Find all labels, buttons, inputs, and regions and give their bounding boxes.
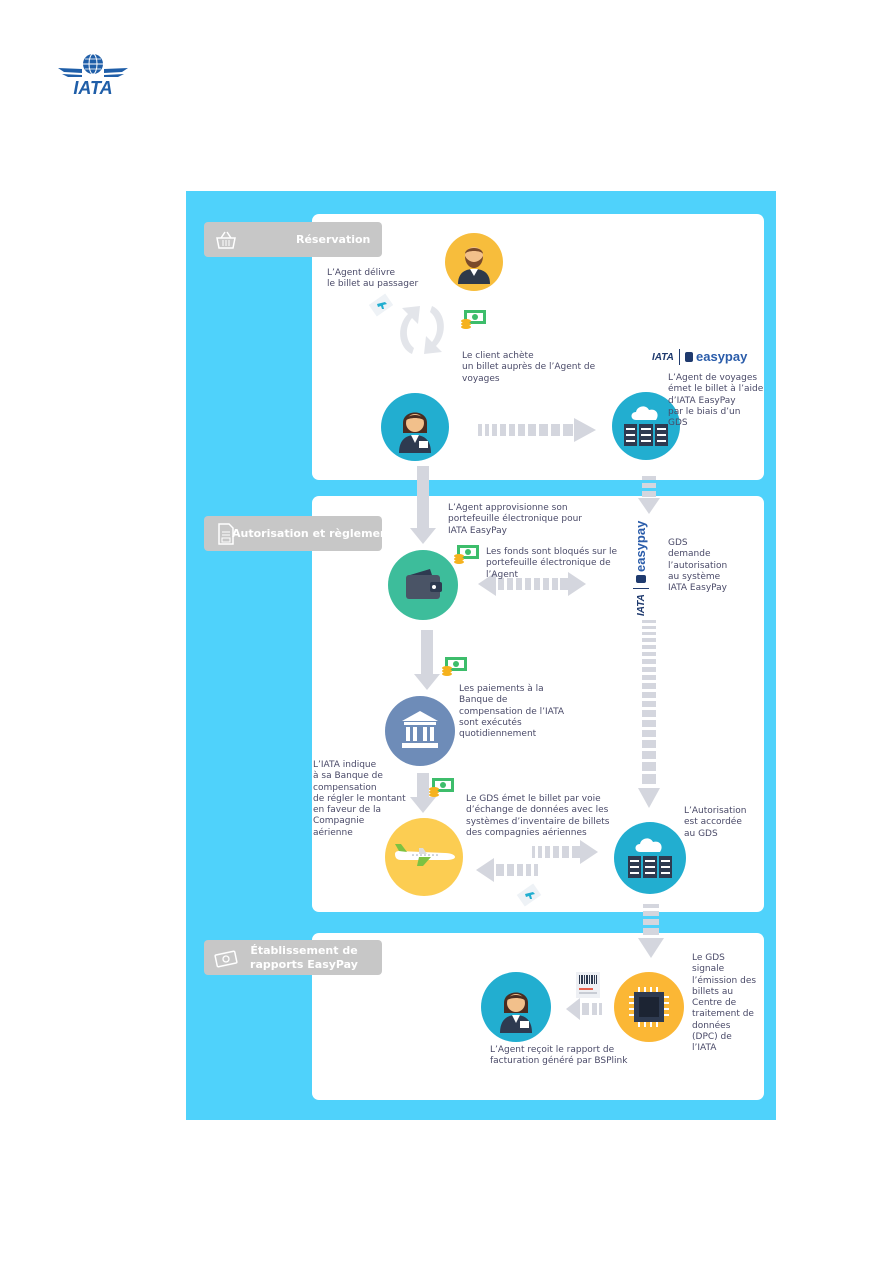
iata-logo: IATA: [58, 53, 128, 98]
ticket-icon: [516, 883, 542, 907]
label-client-achete: Le client achète un billet auprès de l’A…: [462, 351, 596, 384]
label-autorisation-accordee: L’Autorisation est accordée au GDS: [684, 806, 747, 839]
divider: [679, 349, 680, 365]
dpc-chip-circle: [614, 972, 684, 1042]
arrow-wallet-to-bank: [414, 630, 440, 690]
label-gds-demande: GDS demande l’autorisation au système IA…: [668, 538, 728, 594]
wallet-circle: [388, 550, 458, 620]
refresh-arrows-icon: [400, 306, 444, 354]
airline-circle: [385, 818, 463, 896]
money-icon: [442, 657, 467, 676]
bank-icon: [402, 711, 438, 748]
arrow-bank-to-airline: [410, 773, 436, 813]
easypay-brand: easypay: [633, 520, 648, 572]
arrow-wallet-gds-bidirectional: [478, 572, 586, 596]
gds-server-circle-bottom: [614, 822, 686, 894]
label-fonds-bloques: Les fonds sont bloqués sur le portefeuil…: [486, 547, 618, 580]
agent-report-circle: [481, 972, 551, 1042]
arrow-gds-to-airline: [476, 858, 538, 882]
agent-woman-icon: [399, 412, 431, 453]
iata-mini-logo: IATA: [636, 594, 647, 616]
agent-woman-icon: [500, 992, 532, 1033]
arrow-gds-down-1: [638, 476, 660, 514]
gds-server-circle-top: [612, 392, 680, 460]
divider: [633, 588, 649, 589]
money-icon: [454, 545, 479, 564]
basket-icon: [216, 231, 236, 249]
agent-man-circle: [445, 233, 503, 291]
svg-text:IATA: IATA: [73, 78, 112, 98]
travel-agent-circle: [381, 393, 449, 461]
easypay-mark-icon: [685, 352, 693, 362]
money-icon: [461, 310, 486, 329]
arrow-dpc-to-agent: [566, 998, 602, 1020]
tab-reservation-label: Réservation: [296, 233, 371, 246]
bank-circle: [385, 696, 455, 766]
label-gds-signale: Le GDS signale l’émission des billets au…: [692, 953, 757, 1054]
chip-icon: [629, 987, 669, 1027]
label-gds-emet: Le GDS émet le billet par voie d’échange…: [466, 794, 610, 838]
tab-autorisation-label: Autorisation et règlement: [232, 527, 394, 540]
tab-autorisation: Autorisation et règlement: [204, 516, 393, 551]
easypay-mark-icon: [636, 575, 646, 583]
money-icon: [429, 778, 454, 797]
label-agent-approvisionne: L’Agent approvisionne son portefeuille é…: [448, 503, 582, 536]
server-cloud-icon: [628, 838, 672, 878]
server-cloud-icon: [624, 406, 668, 446]
label-agent-recoit: L’Agent reçoit le rapport de facturation…: [490, 1045, 628, 1067]
arrow-gds-to-dpc: [638, 904, 664, 958]
label-agent-emet: L’Agent de voyages émet le billet à l’ai…: [668, 373, 764, 429]
barcode-report-icon: [576, 972, 600, 998]
arrow-agent-to-wallet: [410, 466, 436, 544]
easypay-brand: easypay: [696, 349, 748, 364]
airplane-icon: [395, 844, 455, 866]
iata-easypay-logo: IATA easypay: [652, 348, 748, 368]
label-agent-delivre: L’Agent délivre le billet au passager: [327, 268, 419, 290]
agent-man-icon: [458, 247, 490, 284]
arrow-agent-to-gds: [478, 418, 596, 442]
tab-reservation: Réservation: [204, 222, 382, 257]
money-icon: [214, 950, 238, 968]
iata-mini-logo: IATA: [652, 352, 674, 363]
arrow-easypay-to-gds: [638, 620, 660, 808]
document-icon: [218, 523, 234, 545]
ticket-icon: [368, 293, 394, 317]
label-paiements: Les paiements à la Banque de compensatio…: [459, 684, 565, 740]
arrow-gds-right: [532, 840, 598, 864]
label-iata-indique: L’IATA indique à sa Banque de compensati…: [313, 760, 406, 838]
iata-easypay-logo-vertical: IATA easypay: [630, 516, 654, 616]
wallet-icon: [406, 569, 442, 599]
